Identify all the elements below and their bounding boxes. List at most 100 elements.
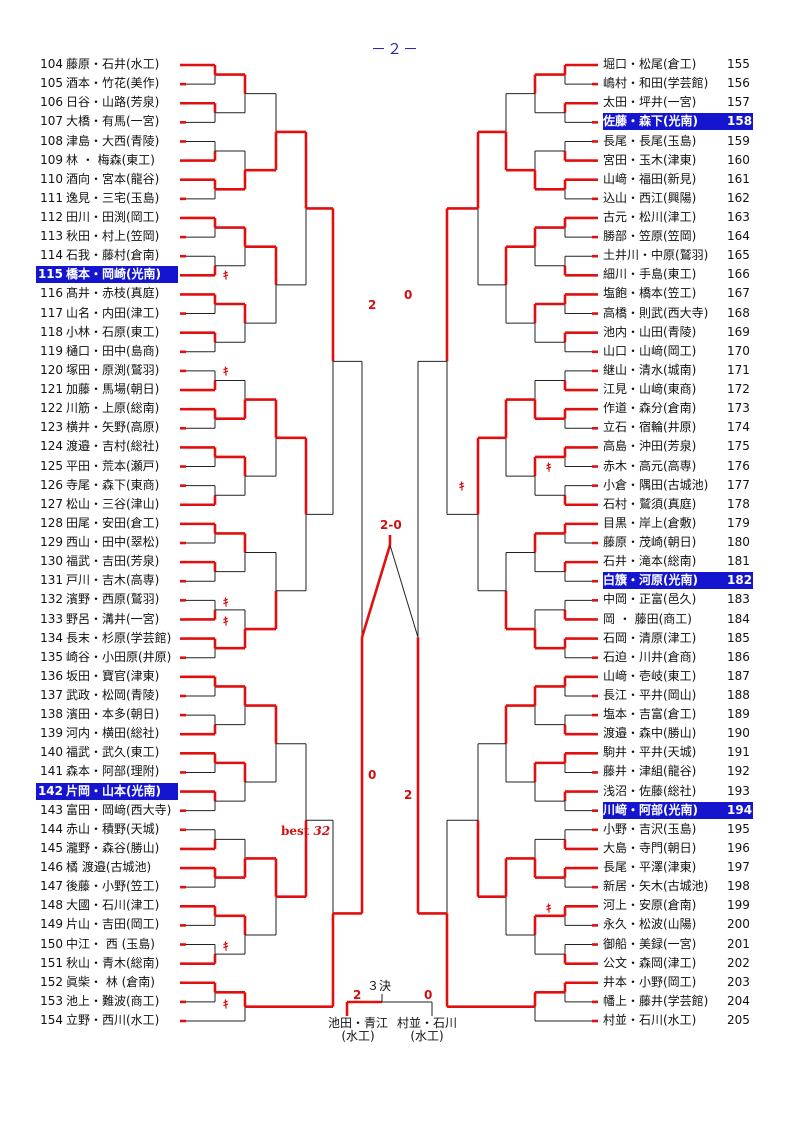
entry-number: 130 [40,554,63,569]
bracket-entry: 岡 ・ 藤田(商工)184 [603,611,753,628]
third-place-right-school: (水工) [410,1029,444,1043]
entry-name: 浅沼・佐藤(総社) [603,783,697,798]
entry-number: 172 [727,382,750,396]
entry-name: 塚田・原渕(鷲羽) [66,362,160,377]
bracket-entry: 川﨑・阿部(光南) 194 [603,801,753,819]
entry-number: 148 [40,898,63,913]
bracket-entry: 浅沼・佐藤(総社) 193 [603,783,753,800]
entry-number: 144 [40,821,63,836]
entry-number: 112 [40,210,63,224]
entry-number: 131 [40,573,63,588]
entry-name: 高島・沖田(芳泉) [603,439,697,454]
entry-name: 橘 渡邉(古城池) [66,860,152,874]
entry-name: 山口・山﨑(岡工) [603,343,697,358]
entry-number: 186 [727,649,750,664]
entry-name: 河上・安原(倉南) [603,898,697,913]
entry-name: 松山・三谷(津山) [66,496,160,511]
bracket-entry: 石井・滝本(総南)181 [603,553,753,570]
entry-name: 田川・田渕(岡工) [66,210,160,224]
entry-name: 赤山・積野(天城) [66,821,160,836]
entry-name: 村並・石川(水工) [603,1013,697,1027]
entry-name: 大島・寺門(朝日) [603,840,697,855]
entry-name: 古元・松川(津工) [603,210,697,224]
bracket-entry: 込山・西江(興陽)162 [603,190,753,207]
entry-number: 203 [727,974,750,989]
third-place-right-name: 村並・石川 [396,1016,457,1030]
entry-name: 林 ・ 梅森(東工) [66,152,155,167]
entry-number: 134 [40,630,63,645]
entry-name: 川﨑・阿部(光南) [603,802,698,817]
entry-number: 139 [40,726,63,741]
entry-number: 173 [727,401,750,416]
bracket-entry: 山口・山﨑(岡工)170 [603,343,753,360]
entry-number: 127 [40,496,63,511]
entry-name: 中江・ 西 (玉島) [66,936,155,951]
bracket-entry: 公文・森岡(津工)202 [603,955,753,972]
entry-name: 酒向・宮本(龍谷) [66,171,160,186]
score-right-bottom: 2 [404,788,413,802]
entry-number: 194 [727,802,753,817]
entry-name: 細川・手島(東工) [603,267,697,282]
best-label-text: best [281,824,314,838]
entry-number: 176 [727,458,750,473]
bracket-entry: 塩飽・橋本(笠工)167 [603,285,753,302]
entry-number: 204 [727,993,750,1008]
entry-name: 中岡・正富(邑久) [603,592,697,607]
entry-name: 石井・滝本(総南) [603,554,697,569]
entry-name: 永久・松波(山陽) [603,917,697,932]
entry-name: 岡 ・ 藤田(商工) [603,611,692,626]
bracket-entry: 土井川・中原(鷲羽)165 [603,247,753,264]
entry-name: 幡上・藤井(学芸館) [603,993,709,1008]
entry-number: 104 [40,57,63,71]
entry-number: 182 [727,573,753,588]
entry-number: 192 [727,764,750,779]
entry-name: 片岡・山本(光南) [66,783,161,798]
entry-name: 土井川・中原(鷲羽) [603,248,709,263]
entry-name: 瀧野・森谷(勝山) [66,840,160,855]
entry-name: 池上・難波(商工) [66,993,160,1008]
bracket-entry: 村並・石川(水工)205 [603,1012,753,1029]
bracket-entry: 井本・小野(岡工)203 [603,974,753,991]
entry-name: 崎谷・小田原(井原) [66,649,172,664]
entry-name: 武政・松岡(青陵) [66,688,160,702]
entry-number: 162 [727,190,750,205]
entry-name: 江見・山﨑(東商) [603,382,697,396]
bracket-entry: 白籏・河原(光南)182 [603,572,753,590]
entry-name: 長尾・平澤(津東) [603,860,697,874]
entry-name: 野呂・溝井(一宮) [66,611,160,626]
entry-number: 185 [727,630,750,645]
entry-name: 日谷・山路(芳泉) [66,95,160,110]
forfeit-mark: ｷ [223,596,229,609]
bracket-entry: 長尾・平澤(津東)197 [603,859,753,876]
entry-number: 111 [40,190,63,205]
entry-name: 赤木・高元(高専) [603,458,697,473]
bracket-entry: 新居・矢木(古城池)198 [603,878,753,895]
entry-number: 193 [727,783,750,798]
entry-name: 髙井・赤枝(真庭) [66,286,160,301]
bracket-line [389,544,419,638]
entry-name: 塩本・吉富(倉工) [603,707,697,722]
bracket-entry: 駒井・平井(天城)191 [603,744,753,761]
entry-number: 202 [727,955,750,970]
entry-number: 118 [40,324,63,339]
entry-number: 116 [40,286,63,301]
entry-number: 156 [727,76,750,91]
bracket-entry: 渡邉・森中(勝山)190 [603,725,753,742]
